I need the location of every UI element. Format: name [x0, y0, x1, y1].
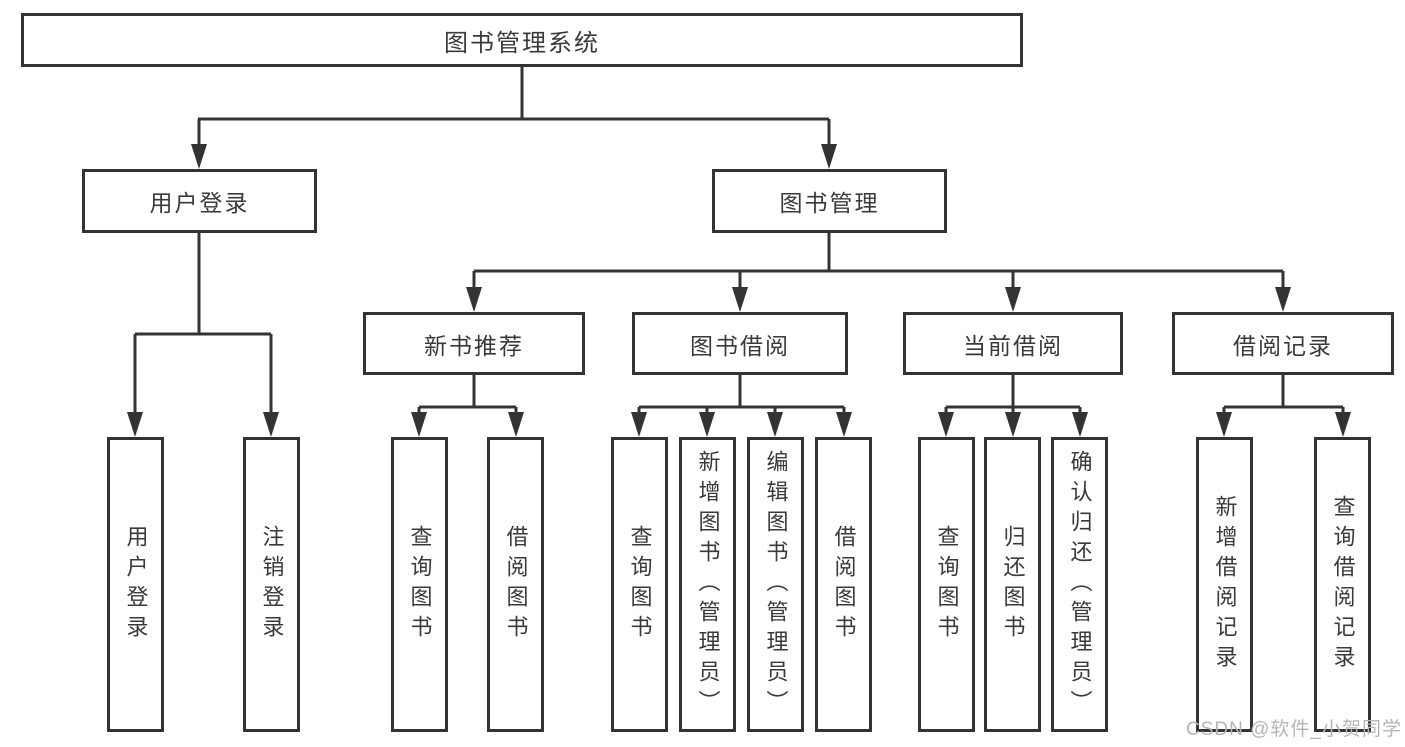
node-library-system: 图书管理系统: [21, 13, 1023, 67]
node-user-login: 用户登录: [82, 169, 317, 233]
node-borrowing-records: 借阅记录: [1172, 312, 1394, 375]
leaf-query-borrow-record: 查询借阅记录: [1314, 437, 1371, 732]
node-current-borrowing: 当前借阅: [903, 312, 1123, 375]
leaf-query-books-current: 查询图书: [918, 437, 975, 732]
node-book-management: 图书管理: [712, 169, 947, 233]
leaf-borrow-books-borrowing: 借阅图书: [815, 437, 872, 732]
leaf-query-books-recommend: 查询图书: [391, 437, 448, 732]
csdn-watermark: CSDN @软件_小贺同学: [1186, 719, 1402, 740]
node-new-book-recommend: 新书推荐: [363, 312, 585, 375]
leaf-return-books: 归还图书: [984, 437, 1041, 732]
leaf-add-borrow-record: 新增借阅记录: [1196, 437, 1253, 732]
node-book-borrowing: 图书借阅: [632, 312, 848, 375]
leaf-confirm-return-admin: 确认归还（管理员）: [1051, 437, 1108, 732]
leaf-user-login: 用户登录: [107, 437, 164, 732]
leaf-borrow-books-recommend: 借阅图书: [487, 437, 544, 732]
leaf-edit-books-admin: 编辑图书（管理员）: [747, 437, 804, 732]
leaf-logout: 注销登录: [243, 437, 300, 732]
leaf-query-books-borrowing: 查询图书: [611, 437, 668, 732]
leaf-add-books-admin: 新增图书（管理员）: [679, 437, 736, 732]
